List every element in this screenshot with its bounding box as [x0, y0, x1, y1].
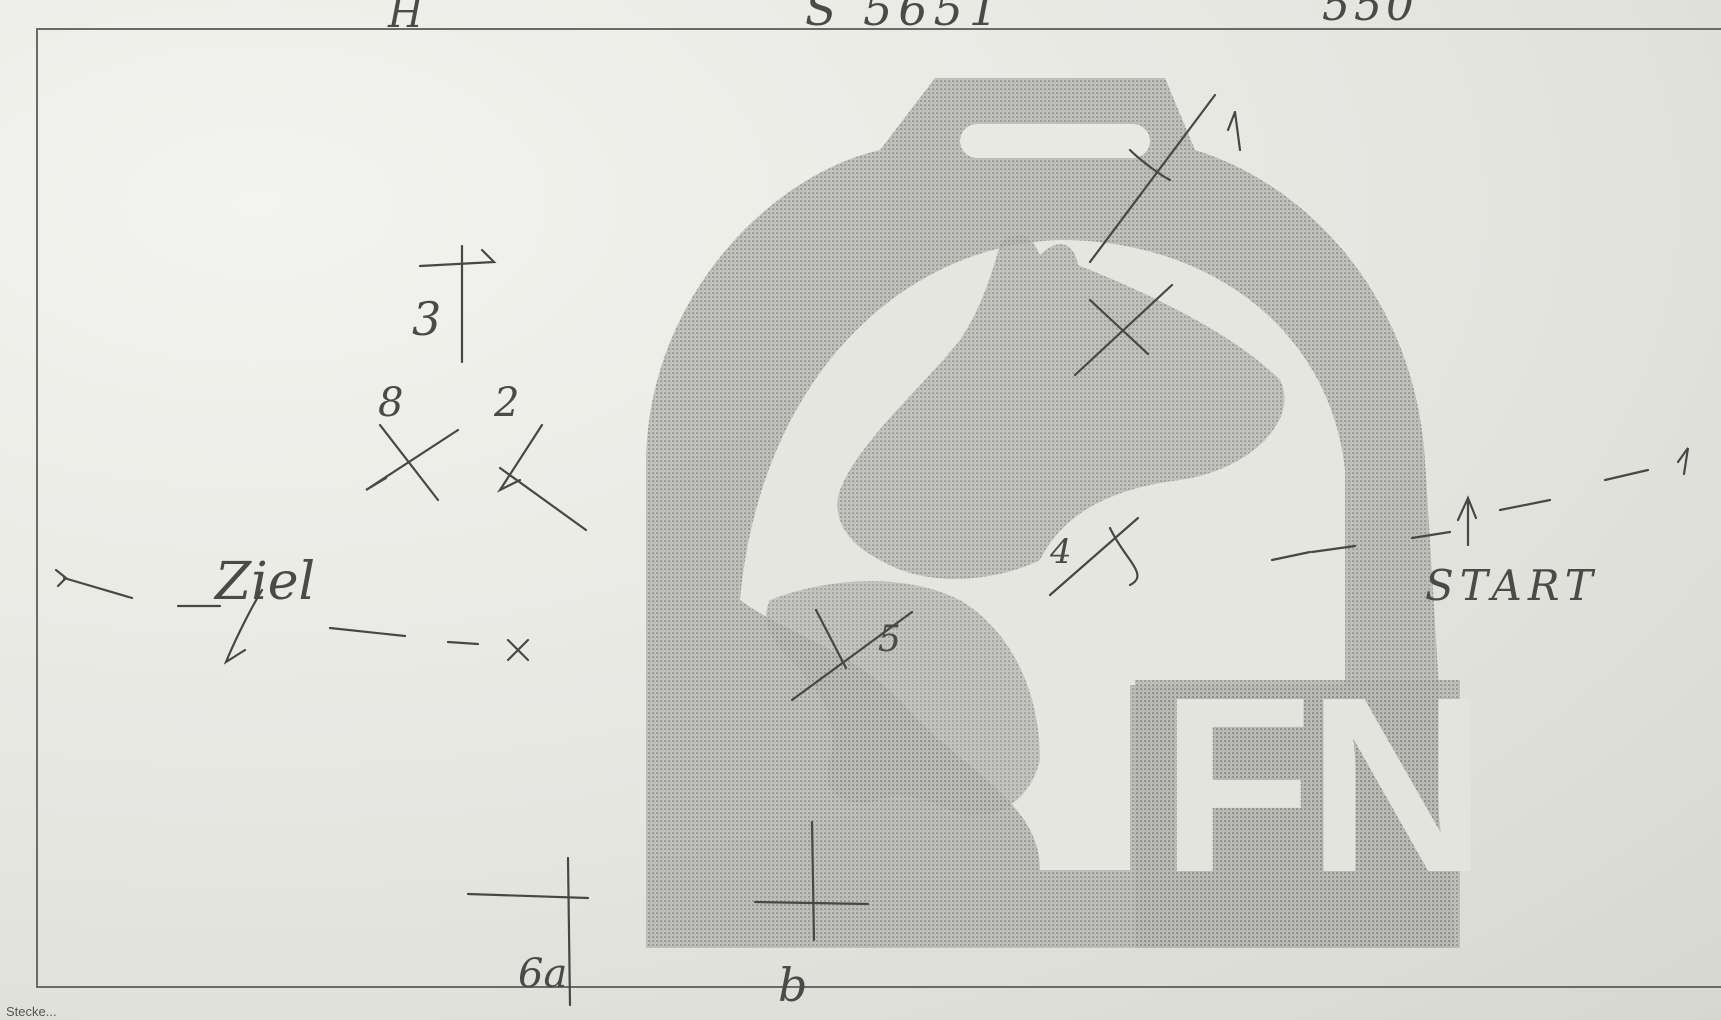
footer-text: Stecke... — [6, 1004, 57, 1019]
fence-label-8: 8 — [378, 383, 403, 423]
fence-label-2: 2 — [494, 383, 519, 423]
start-label: START — [1425, 565, 1599, 607]
fence-label-3: 3 — [412, 296, 441, 342]
fence-label-6b: b — [778, 962, 807, 1008]
fence-label-5: 5 — [878, 622, 901, 658]
fence-label-4: 4 — [1050, 535, 1072, 569]
finish-label: Ziel — [215, 556, 315, 608]
fence-label-6a: 6a — [518, 954, 567, 994]
